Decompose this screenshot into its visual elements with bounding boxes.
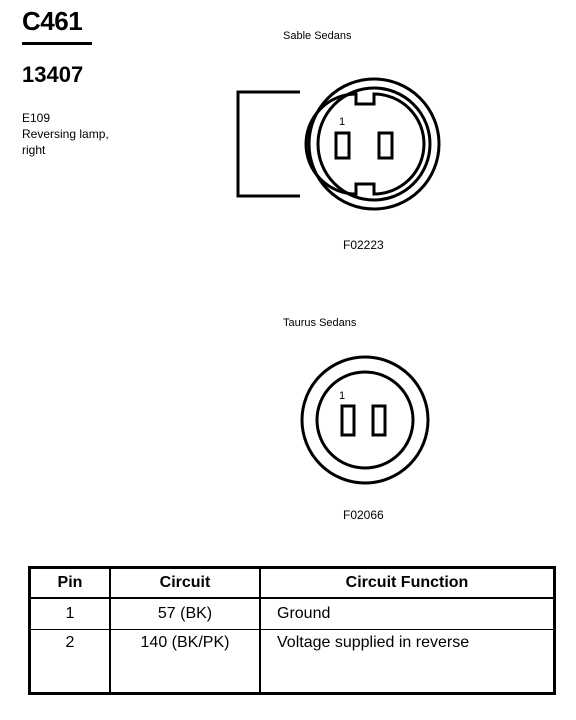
sable-pin-1 bbox=[334, 131, 351, 160]
header-pin: Pin bbox=[28, 567, 111, 599]
taurus-view-label: Taurus Sedans bbox=[283, 317, 357, 329]
part-number: 13407 bbox=[22, 62, 84, 87]
sable-view-label: Sable Sedans bbox=[283, 30, 352, 42]
sable-pin-2 bbox=[377, 131, 394, 160]
taurus-connector-inner-ring bbox=[315, 370, 415, 470]
location-desc-line-2: right bbox=[22, 143, 46, 157]
connector-id-underline bbox=[22, 42, 92, 45]
taurus-figure-id: F02066 bbox=[343, 508, 384, 522]
pin-table: Pin Circuit Circuit Function 1 57 (BK) G… bbox=[28, 566, 556, 695]
table-row: 1 57 (BK) Ground bbox=[28, 598, 556, 630]
connector-id: C461 bbox=[22, 6, 83, 36]
cell-circuit: 140 (BK/PK) bbox=[109, 629, 261, 694]
taurus-pin-1-label: 1 bbox=[339, 390, 345, 402]
cell-circuit: 57 (BK) bbox=[109, 598, 261, 630]
header-circuit-function: Circuit Function bbox=[259, 567, 556, 599]
header-circuit: Circuit bbox=[109, 567, 261, 599]
sable-connector-middle-ring bbox=[316, 86, 432, 202]
sable-connector: 1 bbox=[236, 77, 441, 211]
cell-circuit-function: Ground bbox=[259, 598, 556, 630]
taurus-connector: 1 bbox=[300, 355, 430, 485]
table-row: 2 140 (BK/PK) Voltage supplied in revers… bbox=[28, 629, 556, 694]
pin-table-header: Pin Circuit Circuit Function bbox=[28, 567, 556, 599]
location-code: E109 bbox=[22, 111, 51, 125]
sable-figure-id: F02223 bbox=[343, 238, 384, 252]
sable-pin-1-label: 1 bbox=[339, 116, 345, 128]
sable-connector-outer-ring bbox=[307, 77, 441, 211]
sable-connector-housing-tab bbox=[236, 90, 300, 198]
taurus-pin-2 bbox=[371, 404, 387, 437]
sable-connector-keyed-inner bbox=[304, 92, 426, 196]
cell-pin: 1 bbox=[28, 598, 111, 630]
taurus-pin-1 bbox=[340, 404, 356, 437]
taurus-connector-outer-ring bbox=[300, 355, 430, 485]
connector-diagrams: 1 1 bbox=[236, 77, 441, 485]
cell-pin: 2 bbox=[28, 629, 111, 694]
cell-circuit-function: Voltage supplied in reverse bbox=[259, 629, 556, 694]
location-desc-line-1: Reversing lamp, bbox=[22, 127, 109, 141]
connector-location: E109 Reversing lamp, right bbox=[22, 110, 109, 158]
